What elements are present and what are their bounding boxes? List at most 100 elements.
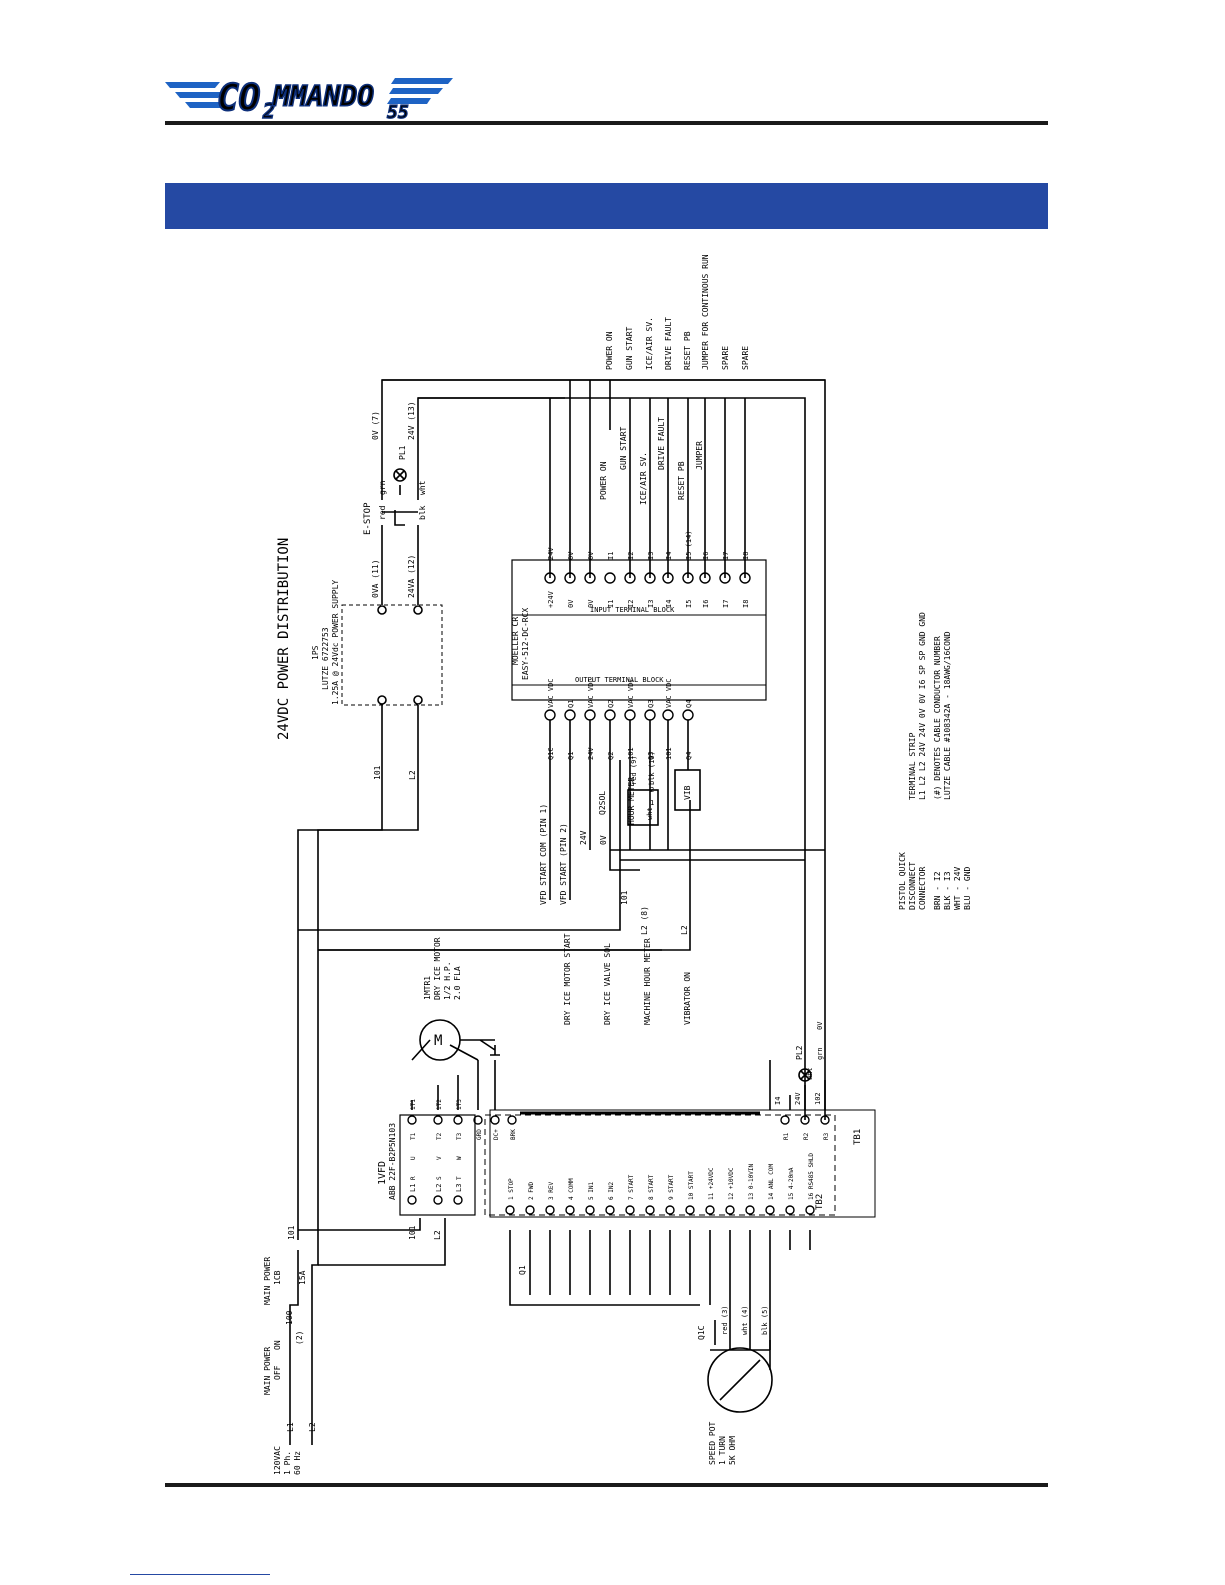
func-spare-1: SPARE: [721, 346, 730, 370]
output-wire-label: 101: [665, 747, 673, 760]
contact-jumper: JUMPER: [695, 441, 704, 470]
motor-fla: 2.0 FLA: [453, 966, 462, 1000]
wire-l2-vfd: [318, 1218, 446, 1266]
relay-label: R1: [783, 1132, 790, 1140]
pot-red: red (3): [721, 1305, 729, 1335]
input-terminal: [719, 572, 731, 584]
tb2-terminal-label: 7 START: [628, 1174, 635, 1200]
input-wire-label: I2: [627, 552, 635, 560]
relay-label: R2: [803, 1132, 810, 1140]
pl2-i4: I4: [774, 1097, 782, 1105]
vib-label: VIB: [683, 785, 692, 800]
ps-24va: 24VA (12): [407, 555, 416, 598]
tb2-terminal: [725, 1205, 735, 1215]
output-wire-label: Q2: [607, 752, 615, 760]
logo-wings-right: [387, 78, 453, 104]
logo-subscript-2: 2: [262, 99, 275, 122]
logo-wings-left: [165, 82, 225, 108]
output-terminal-label: Q3: [647, 700, 655, 708]
ps-spec: 1.25A @ 24Vdc POWER SUPPLY: [331, 580, 340, 705]
input-terminal-label: I3: [647, 600, 655, 608]
estop-label: E-STOP: [363, 502, 373, 535]
tb2-terminal-label: 8 START: [648, 1174, 655, 1200]
tb2-terminal-label: 10 START: [688, 1171, 695, 1200]
input-wire-label: 0V: [587, 551, 595, 560]
tb2-terminal: [785, 1205, 795, 1215]
output-terminal: [584, 709, 596, 721]
tb2-terminal-label: 6 IN2: [608, 1182, 615, 1200]
input-wire-label: I6: [702, 552, 710, 560]
tb2-terminal-label: 13 0-10VIN: [748, 1163, 755, 1200]
output-terminal: [564, 709, 576, 721]
tb2-terminal-label: 9 START: [668, 1174, 675, 1200]
speed-pot-icon: [707, 1347, 773, 1413]
input-terminal-label: I2: [627, 600, 635, 608]
main-switch-off: OFF: [273, 1365, 282, 1380]
tb2-terminal: [685, 1205, 695, 1215]
output-terminal-label: Q4: [685, 700, 693, 708]
output-terminal: [604, 709, 616, 721]
wire-l2-label-b: L2: [433, 1230, 442, 1240]
header-rule: [165, 121, 1048, 125]
pl2-0v: 0V: [816, 1021, 824, 1030]
contact-ice-air: ICE/AIR SV.: [639, 452, 648, 505]
output-terminal: [624, 709, 636, 721]
note-terminal-strip: TERMINAL STRIP: [908, 732, 917, 800]
tb2-terminal-label: 5 IN1: [588, 1182, 595, 1200]
pl2-lamp-icon: [798, 1068, 812, 1082]
vfd-input-terminal: [453, 1195, 463, 1205]
relay-terminal: [820, 1115, 830, 1125]
output-wire-label: 101: [627, 747, 635, 760]
wire-101-vfd: [298, 1218, 421, 1231]
tb2-terminal: [645, 1205, 655, 1215]
out-l2-label: L2: [680, 925, 689, 935]
func-power-on: POWER ON: [605, 331, 614, 370]
output-terminal-label: VAC VDC: [665, 678, 673, 708]
tb1-block: [489, 1109, 876, 1218]
tb2-terminal-label: 15 4-20mA: [788, 1167, 795, 1200]
pl1-label: PL1: [398, 445, 407, 460]
input-terminal-label: 0V: [567, 599, 575, 608]
pl2-wht: wht: [806, 1067, 814, 1080]
vfd-output-terminal: [433, 1115, 443, 1125]
input-wire-label: I8: [742, 552, 750, 560]
footer-rule: [165, 1483, 1048, 1487]
main-switch-wire-2: (2): [295, 1331, 304, 1345]
estop-grn: grn: [378, 480, 387, 495]
estop-blk: blk: [418, 505, 427, 520]
contact-power-on: POWER ON: [599, 461, 608, 500]
logo-co: CO: [217, 78, 260, 119]
hour-meter-label: HOUR METER: [627, 777, 636, 825]
vfd-input-letter: S: [436, 1176, 443, 1180]
q2sol-label: Q2SOL: [598, 791, 607, 815]
output-terminal-label: VAC VDC: [547, 678, 555, 708]
output-wires: [549, 720, 689, 900]
vfd-input-letter: R: [410, 1176, 417, 1180]
input-terminal: [739, 572, 751, 584]
input-terminal-label: I8: [742, 600, 750, 608]
pot-q1: Q1: [518, 1265, 527, 1275]
note-pin-blu: BLU - GND: [963, 866, 972, 910]
rail-24v-label: 24V (13): [407, 401, 416, 440]
rail-0v-label: 0V (7): [371, 411, 380, 440]
vfd-output-terminal: [490, 1115, 500, 1125]
input-terminal-label: I5: [685, 600, 693, 608]
vfd-model: ABB 22F-B2P5N103: [388, 1123, 397, 1200]
note-cable: (#) DENOTES CABLE CONDUCTOR NUMBER: [933, 636, 942, 800]
output-terminal: [644, 709, 656, 721]
breaker-id: 1CB: [273, 1270, 282, 1285]
out-101-label: 101: [620, 890, 629, 905]
tb2-terminal: [585, 1205, 595, 1215]
note-pin-blk: BLK - I3: [943, 871, 952, 910]
power-supply-1ps: [341, 604, 443, 706]
vfd-output-letter: V: [436, 1156, 443, 1160]
breaker-label: MAIN POWER: [263, 1257, 272, 1305]
pot-turns: 1 TURN: [718, 1436, 727, 1465]
pot-label: SPEED POT: [708, 1421, 717, 1465]
vfd-id: 1VFD: [377, 1161, 388, 1185]
controller-name: MOELLER CR: [511, 617, 520, 665]
input-block-label: INPUT TERMINAL BLOCK: [590, 606, 675, 614]
output-terminal-label: VAC VDC: [587, 678, 595, 708]
input-terminal-label: I6: [702, 600, 710, 608]
